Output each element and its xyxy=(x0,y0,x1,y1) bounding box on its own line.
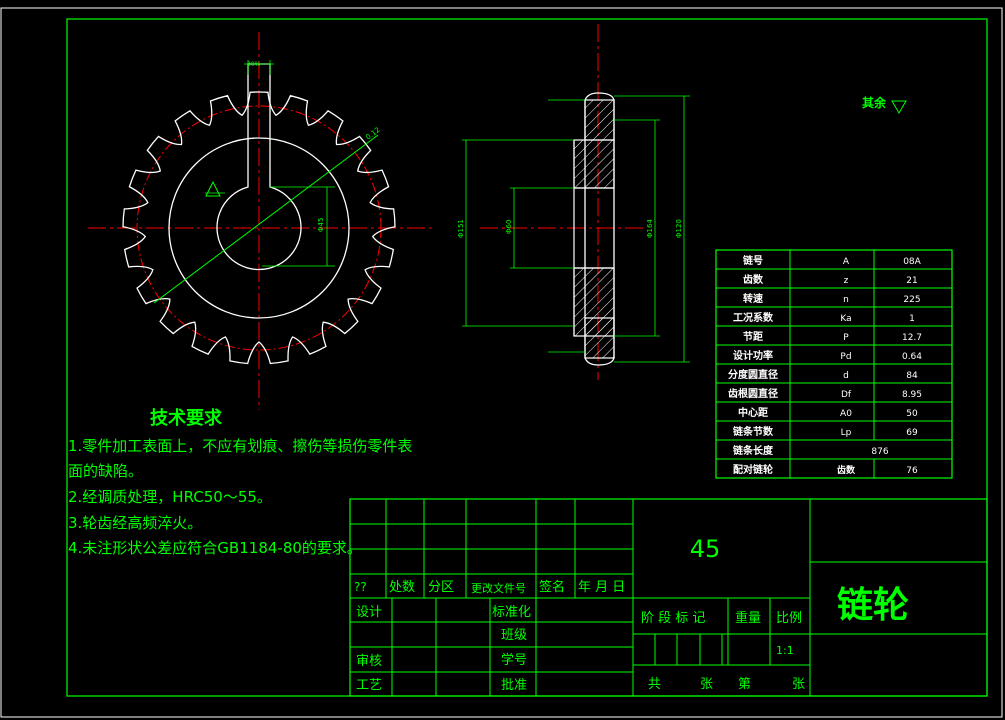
rev-label: 分区 xyxy=(428,580,454,595)
revision-labels: ?? 处数 分区 更改文件号 签名 年 月 日 xyxy=(354,579,625,595)
param-value: 84 xyxy=(906,371,918,381)
param-value: 21 xyxy=(906,276,917,286)
param-name: 链条长度 xyxy=(732,444,774,457)
param-name: 链条节数 xyxy=(732,425,774,438)
sign-label: 班级 xyxy=(501,628,527,643)
param-name: 工况系数 xyxy=(733,311,774,324)
scale-value: 1:1 xyxy=(776,644,794,657)
sheet-labels: 共 张 第 张 xyxy=(648,677,805,692)
pitch-circle xyxy=(136,105,382,351)
param-symbol: Lp xyxy=(841,428,852,438)
sheet-label: 第 xyxy=(738,677,751,692)
rev-label: 签名 xyxy=(539,579,565,595)
side-dim-text-1: Φ151 xyxy=(457,219,465,238)
sign-label: 设计 xyxy=(356,605,382,620)
param-value: 50 xyxy=(906,409,918,419)
param-value: 876 xyxy=(871,447,888,457)
bore-dim-text: Φ45 xyxy=(317,218,325,232)
hub-circle xyxy=(168,137,350,319)
side-outline xyxy=(584,92,615,366)
tooth-section-top xyxy=(584,99,615,141)
sprocket-front-view: 30% 0.12 Φ45 xyxy=(88,32,432,410)
side-dim-text-2: Φ60 xyxy=(505,220,513,234)
sign-label: 标准化 xyxy=(492,605,531,620)
title-block xyxy=(349,498,988,697)
part-name-text: 链轮 xyxy=(837,585,909,626)
sign-label: 工艺 xyxy=(356,678,382,693)
key-width-dim-text: 30% xyxy=(247,61,261,68)
bore-keyway xyxy=(216,63,302,271)
tech-line-2: 面的缺陷。 xyxy=(68,462,144,480)
tech-line-4: 3.轮齿经高频淬火。 xyxy=(68,514,203,532)
param-symbol: Ka xyxy=(840,314,851,324)
param-value: 8.95 xyxy=(902,390,922,400)
param-name: 节距 xyxy=(743,330,763,343)
rest-note: 其余 xyxy=(862,95,887,110)
rev-label: 更改文件号 xyxy=(471,581,526,595)
param-symbol: 齿数 xyxy=(837,464,856,476)
param-name: 配对链轮 xyxy=(733,463,773,476)
param-symbol: z xyxy=(844,276,849,286)
rest-surface-icon xyxy=(891,100,907,114)
material-text: 45 xyxy=(690,535,721,563)
rev-label: 年 月 日 xyxy=(578,580,625,595)
param-value: 76 xyxy=(906,466,918,476)
sign-label: 学号 xyxy=(501,652,527,668)
param-symbol: Pd xyxy=(840,352,851,362)
tech-line-3: 2.经调质处理，HRC50～55。 xyxy=(68,488,272,506)
param-name: 转速 xyxy=(743,292,763,305)
param-name: 设计功率 xyxy=(733,349,773,362)
sign-labels: 设计 标准化 班级 审核 学号 工艺 批准 xyxy=(356,605,531,693)
param-name: 链号 xyxy=(742,254,763,267)
param-name: 齿根圆直径 xyxy=(728,387,778,400)
tech-line-1: 1.零件加工表面上，不应有划痕、擦伤等损伤零件表 xyxy=(68,437,413,455)
weight-label: 重量 xyxy=(735,610,761,626)
sprocket-side-view: Φ151 Φ60 Φ164 Φ120 xyxy=(457,24,690,380)
param-value: 1 xyxy=(909,314,915,324)
sign-label: 批准 xyxy=(501,678,527,693)
param-symbol: d xyxy=(843,371,849,381)
hub-section-top xyxy=(573,139,615,189)
param-value: 12.7 xyxy=(902,333,922,343)
tech-line-5: 4.未注形状公差应符合GB1184-80的要求。 xyxy=(68,539,362,557)
param-symbol: Df xyxy=(841,390,852,400)
side-dim-text-4: Φ120 xyxy=(675,219,683,238)
tech-requirements-title: 技术要求 xyxy=(150,408,222,429)
rev-label: 处数 xyxy=(389,580,415,595)
sheet-label: 共 xyxy=(648,677,661,692)
param-value: 225 xyxy=(903,295,920,305)
param-name: 齿数 xyxy=(743,273,764,286)
surface-finish-icon xyxy=(205,180,221,197)
side-dim-text-3: Φ164 xyxy=(646,219,654,238)
params-table: 链号 A 08A 齿数 z 21 转速 n 225 工况系数 Ka 1 节距 P 12.7 设计功率 Pd 0.6… xyxy=(715,249,953,479)
tooth-section-bottom xyxy=(584,317,615,359)
param-symbol: P xyxy=(843,333,849,343)
outer-frame xyxy=(0,7,1003,718)
diameter-dim-line xyxy=(153,134,379,304)
rev-label: ?? xyxy=(354,580,367,594)
sheet-label: 张 xyxy=(700,677,713,692)
stage-label: 阶 段 标 记 xyxy=(641,611,705,626)
param-symbol: A xyxy=(843,257,850,267)
param-symbol: n xyxy=(843,295,849,305)
tooth-profile xyxy=(122,91,396,365)
param-name: 分度圆直径 xyxy=(728,368,778,381)
param-value: 69 xyxy=(906,428,918,438)
sheet-label: 张 xyxy=(792,677,805,692)
sign-label: 审核 xyxy=(356,654,382,669)
param-value: 08A xyxy=(903,257,921,267)
param-value: 0.64 xyxy=(902,352,922,362)
param-symbol: A0 xyxy=(840,409,852,419)
param-name: 中心距 xyxy=(738,406,768,419)
scale-label: 比例 xyxy=(776,611,802,626)
